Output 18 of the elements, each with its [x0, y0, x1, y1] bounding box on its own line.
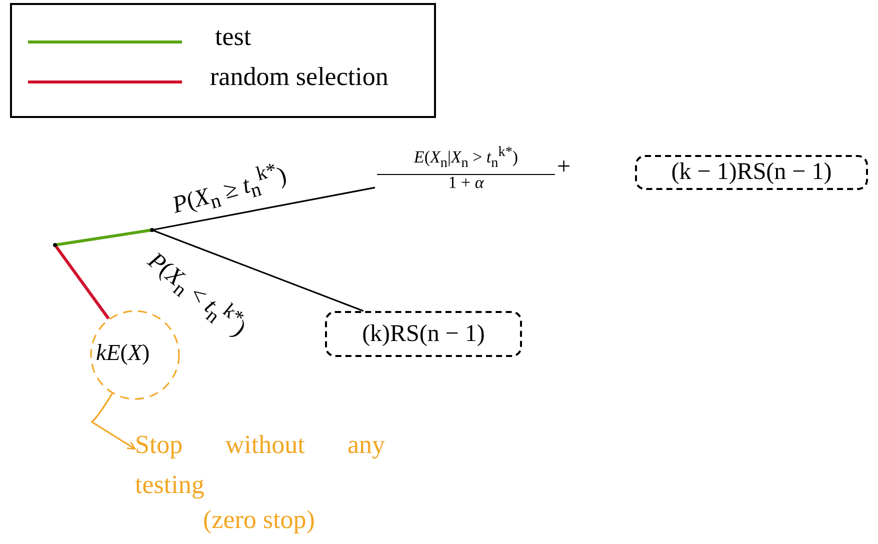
branch-line	[54, 244, 110, 320]
fraction-numerator: E(X$_{n}$|X$_{n}$ > t$_{n}$$^{k*}$)	[377, 144, 555, 176]
branch-line	[152, 229, 364, 312]
annotation-text: (zero stop)	[203, 505, 315, 535]
legend-label: random selection	[210, 62, 388, 92]
annotation-text: Stop without any testing	[135, 429, 385, 501]
dashed-box: (k)RS(n − 1)	[325, 311, 522, 357]
junction-dot	[150, 228, 154, 232]
dashed-box: (k − 1)RS(n − 1)	[635, 155, 868, 190]
junction-dot	[53, 243, 57, 247]
curved-arrow	[91, 393, 136, 450]
branch-line	[54, 228, 152, 246]
fraction-denominator: 1 + α	[447, 173, 485, 193]
edge-label: P(X$_{n}$ ≥ t$_{n}$$^{k*}$)	[168, 158, 290, 221]
branch-line	[152, 186, 376, 231]
node-label: kE(X)	[96, 340, 150, 366]
legend-label: test	[215, 22, 252, 52]
plus-sign: +	[557, 154, 571, 181]
